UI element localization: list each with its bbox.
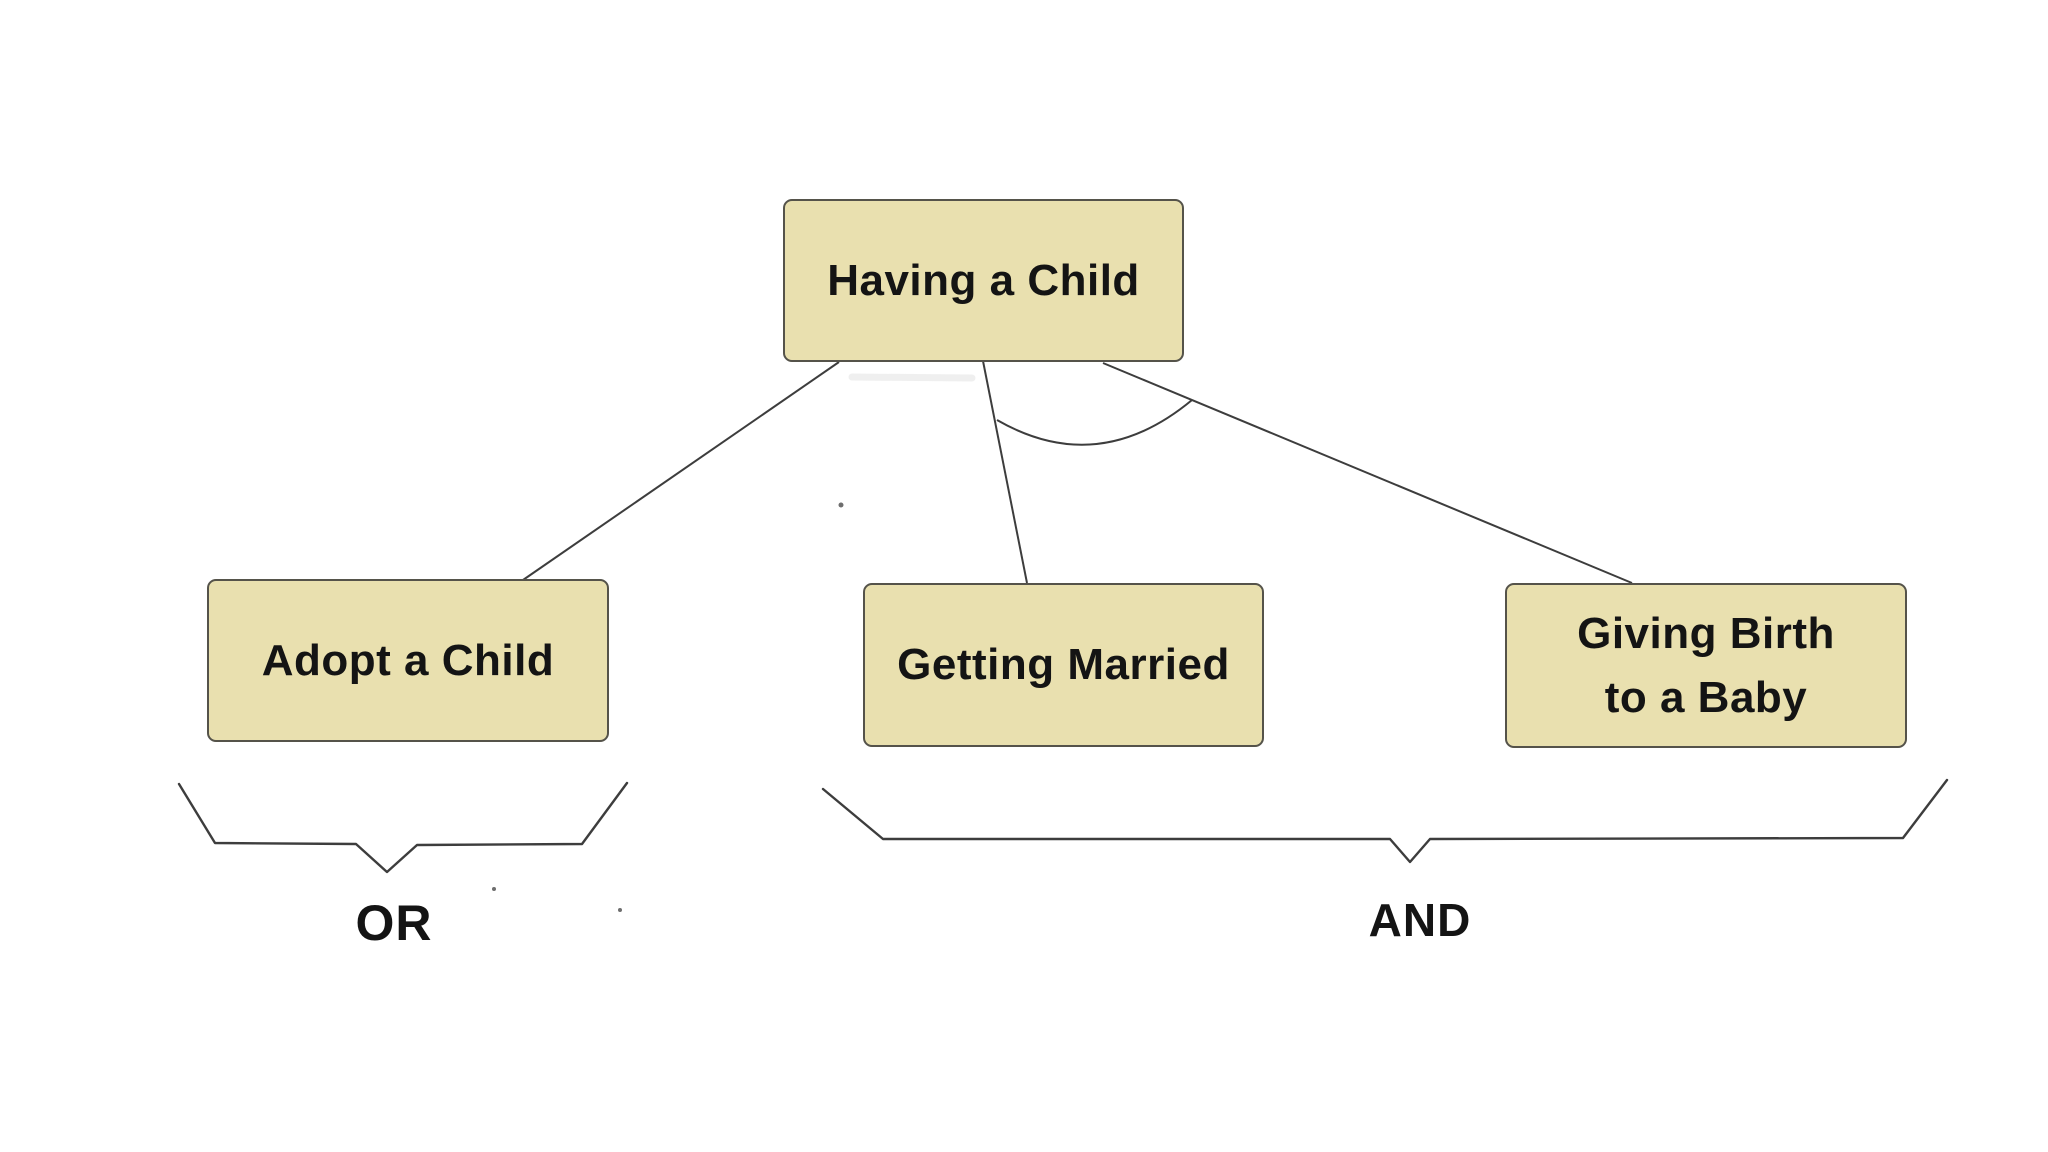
node-giving-birth-label: Giving Birth to a Baby: [1577, 608, 1835, 722]
and-operator-label: AND: [1368, 894, 1472, 946]
edge-root-to-birth: [1102, 362, 1633, 584]
or-operator-label: OR: [355, 895, 433, 951]
node-adopt-a-child-label: Adopt a Child: [261, 635, 555, 685]
and-decomposition-arc: [996, 399, 1193, 446]
node-having-a-child-label: Having a Child: [827, 255, 1140, 305]
stray-dot: [492, 887, 496, 891]
or-brace: [177, 781, 629, 874]
node-getting-married: Getting Married: [863, 583, 1264, 747]
node-having-a-child: Having a Child: [783, 199, 1184, 362]
node-giving-birth: Giving Birth to a Baby: [1505, 583, 1907, 748]
edge-root-to-marry: [982, 360, 1028, 584]
stray-dot: [838, 502, 844, 508]
stray-dot: [618, 908, 622, 912]
node-adopt-a-child: Adopt a Child: [207, 579, 609, 742]
node-getting-married-label: Getting Married: [897, 640, 1230, 690]
smudge-artifact: [848, 373, 976, 382]
edge-root-to-adopt: [522, 361, 840, 581]
and-brace: [821, 778, 1949, 864]
